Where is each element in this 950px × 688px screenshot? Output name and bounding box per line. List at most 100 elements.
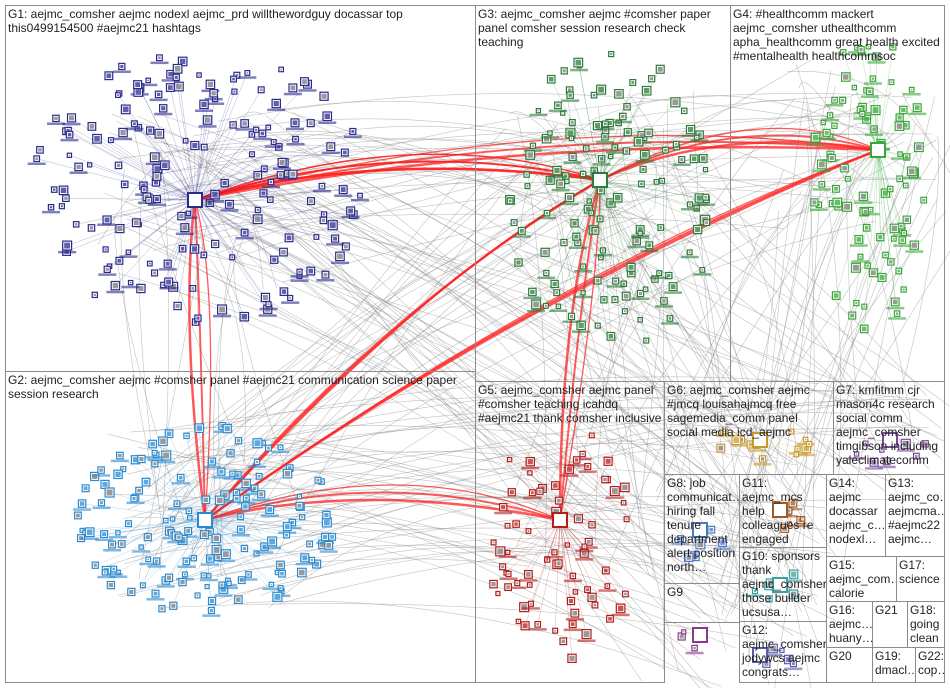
network-edge [139, 121, 730, 459]
node-avatar [650, 77, 654, 81]
node-avatar [871, 77, 874, 80]
node-avatar [646, 130, 651, 136]
node-avatar [859, 48, 863, 52]
node-label-mark [893, 244, 912, 247]
node-label-mark [98, 273, 117, 276]
node-label-mark [204, 97, 223, 101]
node-avatar [610, 53, 613, 56]
cluster-edge [559, 502, 624, 521]
network-edge [209, 258, 246, 466]
node-label-mark [812, 188, 831, 191]
node-avatar [653, 277, 657, 281]
node-avatar [704, 169, 707, 171]
network-edge [283, 181, 749, 505]
node-avatar [683, 631, 685, 633]
node-avatar [294, 137, 297, 141]
node-label-mark [565, 618, 584, 621]
node-label-mark [281, 301, 300, 304]
node-avatar [581, 550, 587, 556]
node-label-mark [574, 270, 593, 273]
node-avatar [605, 458, 611, 464]
node-avatar [321, 93, 327, 99]
node-avatar [639, 133, 646, 139]
node-avatar [324, 113, 330, 119]
cluster-edge [139, 199, 196, 225]
group-g6-label: G6: aejmc_comsher aejmc #jmcq louisahajm… [667, 383, 810, 439]
node-avatar [242, 230, 247, 235]
node-avatar [881, 449, 883, 451]
node-avatar [186, 529, 191, 533]
network-edge [742, 182, 856, 604]
node-avatar [178, 475, 183, 480]
node-avatar [872, 107, 879, 114]
cluster-edge [163, 108, 196, 201]
node-avatar [94, 136, 100, 142]
cluster-edge [194, 199, 326, 275]
node-avatar [802, 518, 804, 520]
node-avatar [102, 532, 106, 536]
node-avatar [638, 292, 642, 296]
node-label-mark [199, 578, 218, 582]
network-edge [530, 142, 679, 672]
node-label-mark [672, 163, 691, 166]
node-label-mark [671, 542, 690, 545]
cluster-edge [599, 179, 641, 230]
node-avatar [533, 301, 539, 308]
node-avatar [604, 122, 607, 126]
cluster-edge [186, 435, 206, 521]
node-avatar [165, 519, 167, 522]
node-avatar [868, 89, 872, 93]
node-avatar [182, 225, 188, 231]
node-avatar [64, 196, 68, 200]
node-label-mark [108, 535, 127, 539]
node-avatar [330, 535, 334, 539]
cluster-edge [110, 139, 196, 201]
network-edge [206, 140, 245, 267]
cluster-edge [194, 199, 269, 305]
node-label-mark [114, 137, 132, 141]
group-g3-box: G3: aejmc_comsher aejmc #comsher paper p… [475, 5, 731, 382]
node-avatar [531, 491, 534, 495]
network-edge [656, 169, 784, 502]
node-label-mark [573, 457, 592, 461]
group-g5-label: G5: aejmc_comsher aejmc panel #comsher t… [478, 383, 662, 425]
node-label-mark [545, 555, 564, 559]
node-avatar [60, 205, 63, 208]
node-label-mark [162, 537, 181, 540]
node-label-mark [783, 508, 802, 511]
node-avatar [819, 161, 825, 168]
cluster-edge [204, 519, 312, 561]
node-avatar [143, 479, 149, 485]
node-avatar [290, 520, 295, 525]
node-avatar [269, 180, 273, 184]
node-avatar [270, 583, 272, 586]
node-avatar [108, 583, 113, 588]
node-avatar [135, 89, 142, 95]
node-avatar [891, 45, 895, 49]
node-avatar [796, 447, 799, 450]
node-label-mark [713, 547, 732, 550]
network-edge [247, 155, 807, 577]
cluster-edge [96, 138, 196, 201]
cluster-edge [194, 199, 245, 317]
network-edge [254, 131, 555, 222]
node-avatar [279, 160, 285, 165]
cluster-edge [599, 150, 666, 181]
node-avatar [224, 426, 230, 432]
group-g4-label: G4: #healthcomm mackert aejmc_comsher ut… [733, 7, 940, 63]
node-avatar [588, 200, 590, 202]
node-avatar [301, 516, 304, 519]
cluster-edge [511, 492, 561, 521]
node-label-mark [258, 314, 277, 317]
group-g1-box: G1: aejmc_comsher aejmc nodexl aejmc_prd… [5, 5, 476, 372]
cluster-edge [194, 91, 235, 201]
node-label-mark [278, 177, 297, 181]
node-avatar [145, 535, 150, 540]
cluster-edge [599, 129, 691, 181]
network-edge [720, 141, 873, 586]
node-avatar [241, 314, 247, 320]
node-avatar [582, 292, 584, 294]
node-avatar [600, 256, 602, 259]
node-label-mark [498, 555, 517, 558]
